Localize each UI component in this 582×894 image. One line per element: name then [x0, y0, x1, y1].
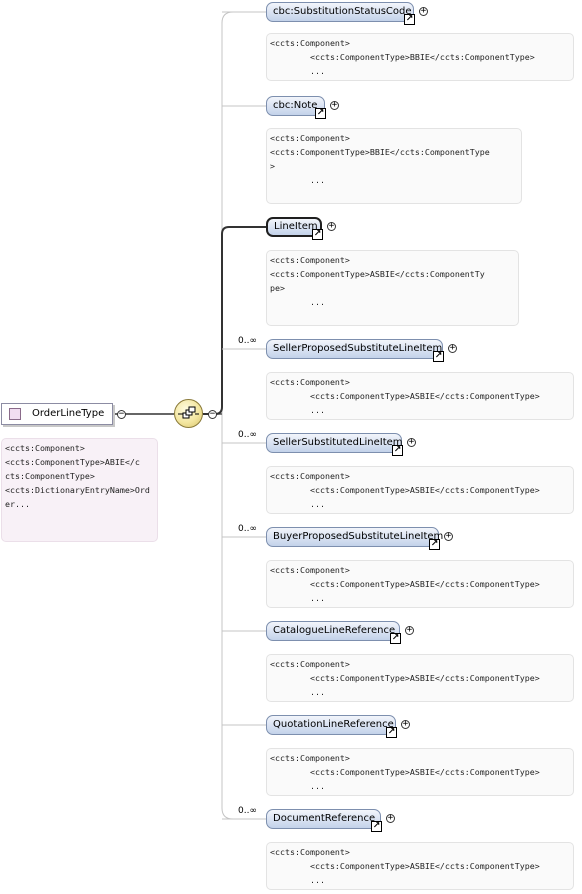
element-annotation: <ccts:Component> <ccts:ComponentType>BBIE… — [266, 128, 522, 204]
sequence-icon — [178, 406, 199, 419]
reference-arrow-icon: ↗ — [429, 539, 440, 550]
annotation-line: <ccts:ComponentType>ASBIE</ccts:Componen… — [270, 485, 540, 495]
expand-toggle[interactable]: + — [405, 625, 414, 635]
element-annotation: <ccts:Component> <ccts:ComponentType>ASBI… — [266, 250, 519, 326]
element-node[interactable]: BuyerProposedSubstituteLineItem — [266, 527, 443, 547]
element-node[interactable]: SellerSubstitutedLineItem — [266, 433, 403, 453]
annotation-line: ... — [270, 66, 325, 76]
expand-toggle[interactable]: + — [444, 531, 453, 541]
multiplicity-label: 0..∞ — [238, 430, 257, 440]
element-label: SellerSubstitutedLineItem — [273, 437, 403, 448]
root-annotation: <ccts:Component> <ccts:ComponentType>ABIE… — [1, 438, 158, 542]
annotation-line: <ccts:Component> — [270, 847, 350, 857]
annotation-line: ... — [270, 593, 325, 603]
reference-arrow-icon: ↗ — [315, 108, 326, 119]
root-collapse-toggle[interactable]: − — [117, 409, 126, 419]
element-node[interactable]: cbc:Note — [266, 96, 325, 116]
reference-arrow-icon: ↗ — [392, 445, 403, 456]
element-annotation: <ccts:Component> <ccts:ComponentType>ASB… — [266, 372, 574, 420]
element-annotation: <ccts:Component> <ccts:ComponentType>ASB… — [266, 654, 574, 702]
multiplicity-label: 0..∞ — [238, 524, 257, 534]
annotation-line: ... — [270, 875, 325, 885]
annotation-line: <ccts:Component> — [270, 133, 350, 143]
annotation-line: ... — [270, 499, 325, 509]
annotation-line: <ccts:Component> — [5, 443, 85, 453]
annotation-line: <ccts:Component> — [270, 38, 350, 48]
annotation-line: ... — [270, 405, 325, 415]
annotation-line: cts:ComponentType> — [5, 471, 95, 481]
annotation-line: <ccts:ComponentType>ASBIE</ccts:Componen… — [270, 391, 540, 401]
element-label: CatalogueLineReference — [273, 625, 396, 636]
expand-toggle[interactable]: + — [386, 813, 395, 823]
annotation-line: <ccts:Component> — [270, 377, 350, 387]
element-annotation: <ccts:Component> <ccts:ComponentType>BBI… — [266, 33, 574, 81]
element-annotation: <ccts:Component> <ccts:ComponentType>ASB… — [266, 466, 574, 514]
annotation-line: <ccts:ComponentType>BBIE</ccts:Component… — [270, 147, 490, 157]
complex-type-icon — [9, 408, 21, 420]
element-label: BuyerProposedSubstituteLineItem — [273, 531, 444, 542]
annotation-line: ... — [270, 687, 325, 697]
reference-arrow-icon: ↗ — [386, 727, 397, 738]
expand-toggle[interactable]: + — [419, 6, 428, 16]
multiplicity-label: 0..∞ — [238, 806, 257, 816]
element-annotation: <ccts:Component> <ccts:ComponentType>ASB… — [266, 842, 574, 890]
element-label: cbc:Note — [273, 100, 318, 111]
expand-toggle[interactable]: + — [448, 343, 457, 353]
annotation-line: <ccts:ComponentType>ASBIE</ccts:Componen… — [270, 269, 485, 279]
element-label: QuotationLineReference — [273, 719, 394, 730]
reference-arrow-icon: ↗ — [433, 351, 444, 362]
element-label: LineItem — [274, 221, 318, 232]
annotation-line: ... — [270, 297, 325, 307]
reference-arrow-icon: ↗ — [312, 229, 323, 240]
element-node[interactable]: CatalogueLineReference — [266, 621, 400, 641]
element-node[interactable]: cbc:SubstitutionStatusCode — [266, 2, 414, 22]
element-label: SellerProposedSubstituteLineItem — [273, 343, 443, 354]
reference-arrow-icon: ↗ — [371, 821, 382, 832]
expand-toggle[interactable]: + — [407, 437, 416, 447]
element-annotation: <ccts:Component> <ccts:ComponentType>ASB… — [266, 560, 574, 608]
expand-toggle[interactable]: + — [401, 719, 410, 729]
expand-toggle[interactable]: + — [330, 100, 339, 110]
annotation-line: <ccts:ComponentType>BBIE</ccts:Component… — [270, 52, 535, 62]
annotation-line: > — [270, 161, 275, 171]
annotation-line: pe> — [270, 283, 285, 293]
annotation-line: <ccts:Component> — [270, 565, 350, 575]
multiplicity-label: 0..∞ — [238, 336, 257, 346]
annotation-line: ... — [270, 781, 325, 791]
annotation-line: <ccts:Component> — [270, 753, 350, 763]
reference-arrow-icon: ↗ — [390, 633, 401, 644]
expand-toggle[interactable]: + — [327, 221, 336, 231]
element-label: cbc:SubstitutionStatusCode — [273, 6, 412, 17]
annotation-line: <ccts:DictionaryEntryName>Ord — [5, 485, 150, 495]
element-node[interactable]: SellerProposedSubstituteLineItem — [266, 339, 443, 359]
annotation-line: <ccts:ComponentType>ASBIE</ccts:Componen… — [270, 861, 540, 871]
element-node[interactable]: DocumentReference — [266, 809, 381, 829]
annotation-line: ... — [270, 175, 325, 185]
annotation-line: <ccts:ComponentType>ASBIE</ccts:Componen… — [270, 767, 540, 777]
sequence-collapse-toggle[interactable]: − — [208, 409, 217, 419]
element-node[interactable]: QuotationLineReference — [266, 715, 396, 735]
root-element-label: OrderLineType — [32, 408, 105, 419]
annotation-line: <ccts:Component> — [270, 659, 350, 669]
sequence-compositor-icon[interactable] — [174, 399, 203, 428]
annotation-line: <ccts:ComponentType>ASBIE</ccts:Componen… — [270, 579, 540, 589]
root-element-orderlinetype[interactable]: OrderLineType — [1, 403, 113, 425]
element-annotation: <ccts:Component> <ccts:ComponentType>ASB… — [266, 748, 574, 796]
active-connector-line — [203, 226, 266, 415]
annotation-line: <ccts:ComponentType>ABIE</c — [5, 457, 140, 467]
element-label: DocumentReference — [273, 813, 376, 824]
annotation-line: er... — [5, 499, 30, 509]
element-node[interactable]: LineItem — [266, 217, 322, 237]
annotation-line: <ccts:ComponentType>ASBIE</ccts:Componen… — [270, 673, 540, 683]
sequence-branch-line — [221, 11, 234, 820]
reference-arrow-icon: ↗ — [404, 14, 415, 25]
annotation-line: <ccts:Component> — [270, 255, 350, 265]
annotation-line: <ccts:Component> — [270, 471, 350, 481]
